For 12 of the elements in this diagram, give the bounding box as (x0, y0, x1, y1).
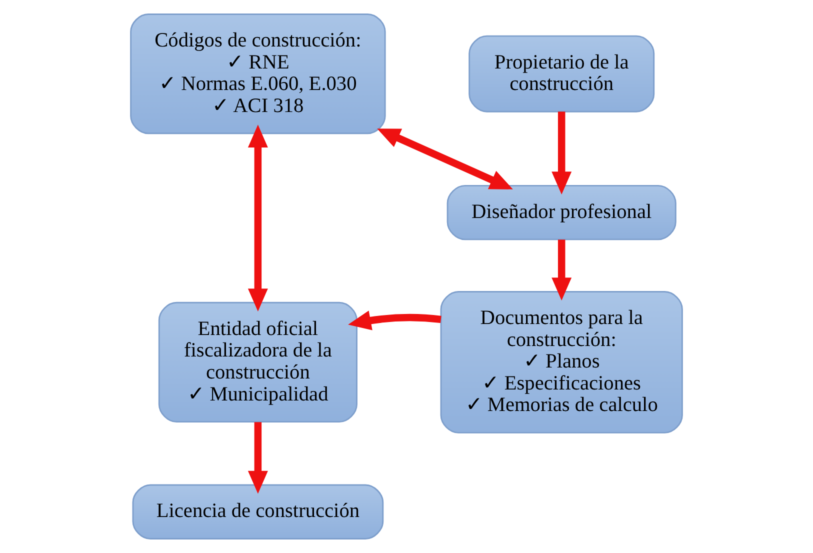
arrow (248, 124, 268, 312)
node-box: Entidad oficial fiscalizadora de la construcción ✓ Municipalidad (158, 302, 358, 423)
node-box: Licencia de construcción (132, 484, 384, 540)
node-box: Códigos de construcción: ✓ RNE ✓ Normas E.060, E.030 ✓ ACI 318 (130, 14, 386, 134)
arrow (377, 128, 513, 190)
node-box: Diseñador profesional (446, 184, 676, 240)
node-box: Propietario de la construcción (468, 35, 655, 112)
arrow (248, 422, 268, 494)
arrow (552, 112, 572, 194)
arrow (552, 240, 572, 300)
arrow (348, 310, 442, 330)
node-box: Documentos para la construcción: ✓ Planos ✓ Especificaciones ✓ Memorias de calculo (440, 291, 683, 434)
